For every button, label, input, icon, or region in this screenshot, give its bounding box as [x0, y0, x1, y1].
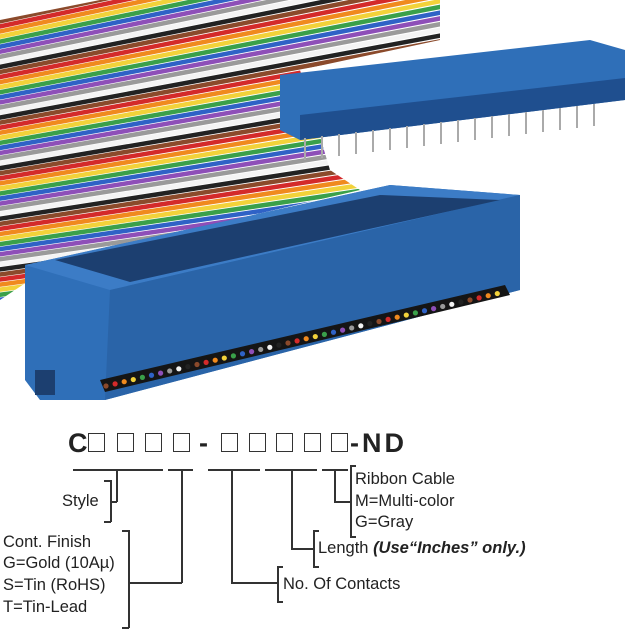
length-note: (Use“Inches” only.) [373, 539, 526, 557]
divider [116, 469, 118, 502]
part-separator: - [199, 428, 208, 458]
divider [208, 469, 260, 471]
finish-option: G=Gold (10Aµ) [3, 554, 115, 572]
divider [334, 501, 350, 503]
divider [277, 601, 283, 603]
finish-box [173, 433, 190, 452]
divider [291, 469, 293, 549]
divider [231, 582, 277, 584]
part-prefix: C [68, 428, 88, 458]
divider [122, 530, 129, 532]
length-box [304, 433, 321, 452]
contacts-box [221, 433, 238, 452]
finish-title: Cont. Finish [3, 533, 92, 551]
divider [277, 566, 279, 602]
divider [350, 465, 356, 467]
divider [277, 566, 283, 568]
finish-option: S=Tin (RoHS) [3, 576, 106, 594]
divider [73, 469, 163, 471]
divider [181, 469, 183, 583]
style-box [88, 433, 105, 452]
divider [350, 536, 356, 538]
ribbon-cable-assembly-image [0, 0, 625, 400]
contacts-label: No. Of Contacts [283, 575, 401, 593]
divider [313, 530, 315, 567]
divider [313, 566, 319, 568]
contacts-box [249, 433, 266, 452]
divider [350, 465, 352, 537]
length-label: Length (Use“Inches” only.) [318, 538, 526, 559]
style-box [145, 433, 162, 452]
divider [104, 480, 111, 482]
ribbon-title: Ribbon Cable [355, 470, 455, 488]
ribbon-option: G=Gray [355, 513, 414, 531]
style-label: Style [62, 492, 99, 510]
part-suffix: -ND [350, 428, 407, 458]
divider [291, 548, 313, 550]
divider [128, 530, 130, 628]
divider [334, 469, 336, 502]
divider [110, 501, 117, 503]
ribbon-box [331, 433, 348, 452]
length-text: Length [318, 539, 369, 557]
divider [128, 582, 182, 584]
divider [313, 530, 319, 532]
divider [110, 480, 112, 522]
divider [122, 627, 129, 629]
divider [104, 521, 111, 523]
length-box [276, 433, 293, 452]
rear-connector [280, 40, 625, 160]
divider [168, 469, 193, 471]
divider [231, 469, 233, 583]
finish-option: T=Tin-Lead [3, 598, 88, 616]
ribbon-option: M=Multi-color [355, 492, 455, 510]
style-box [117, 433, 134, 452]
front-connector [25, 185, 520, 400]
